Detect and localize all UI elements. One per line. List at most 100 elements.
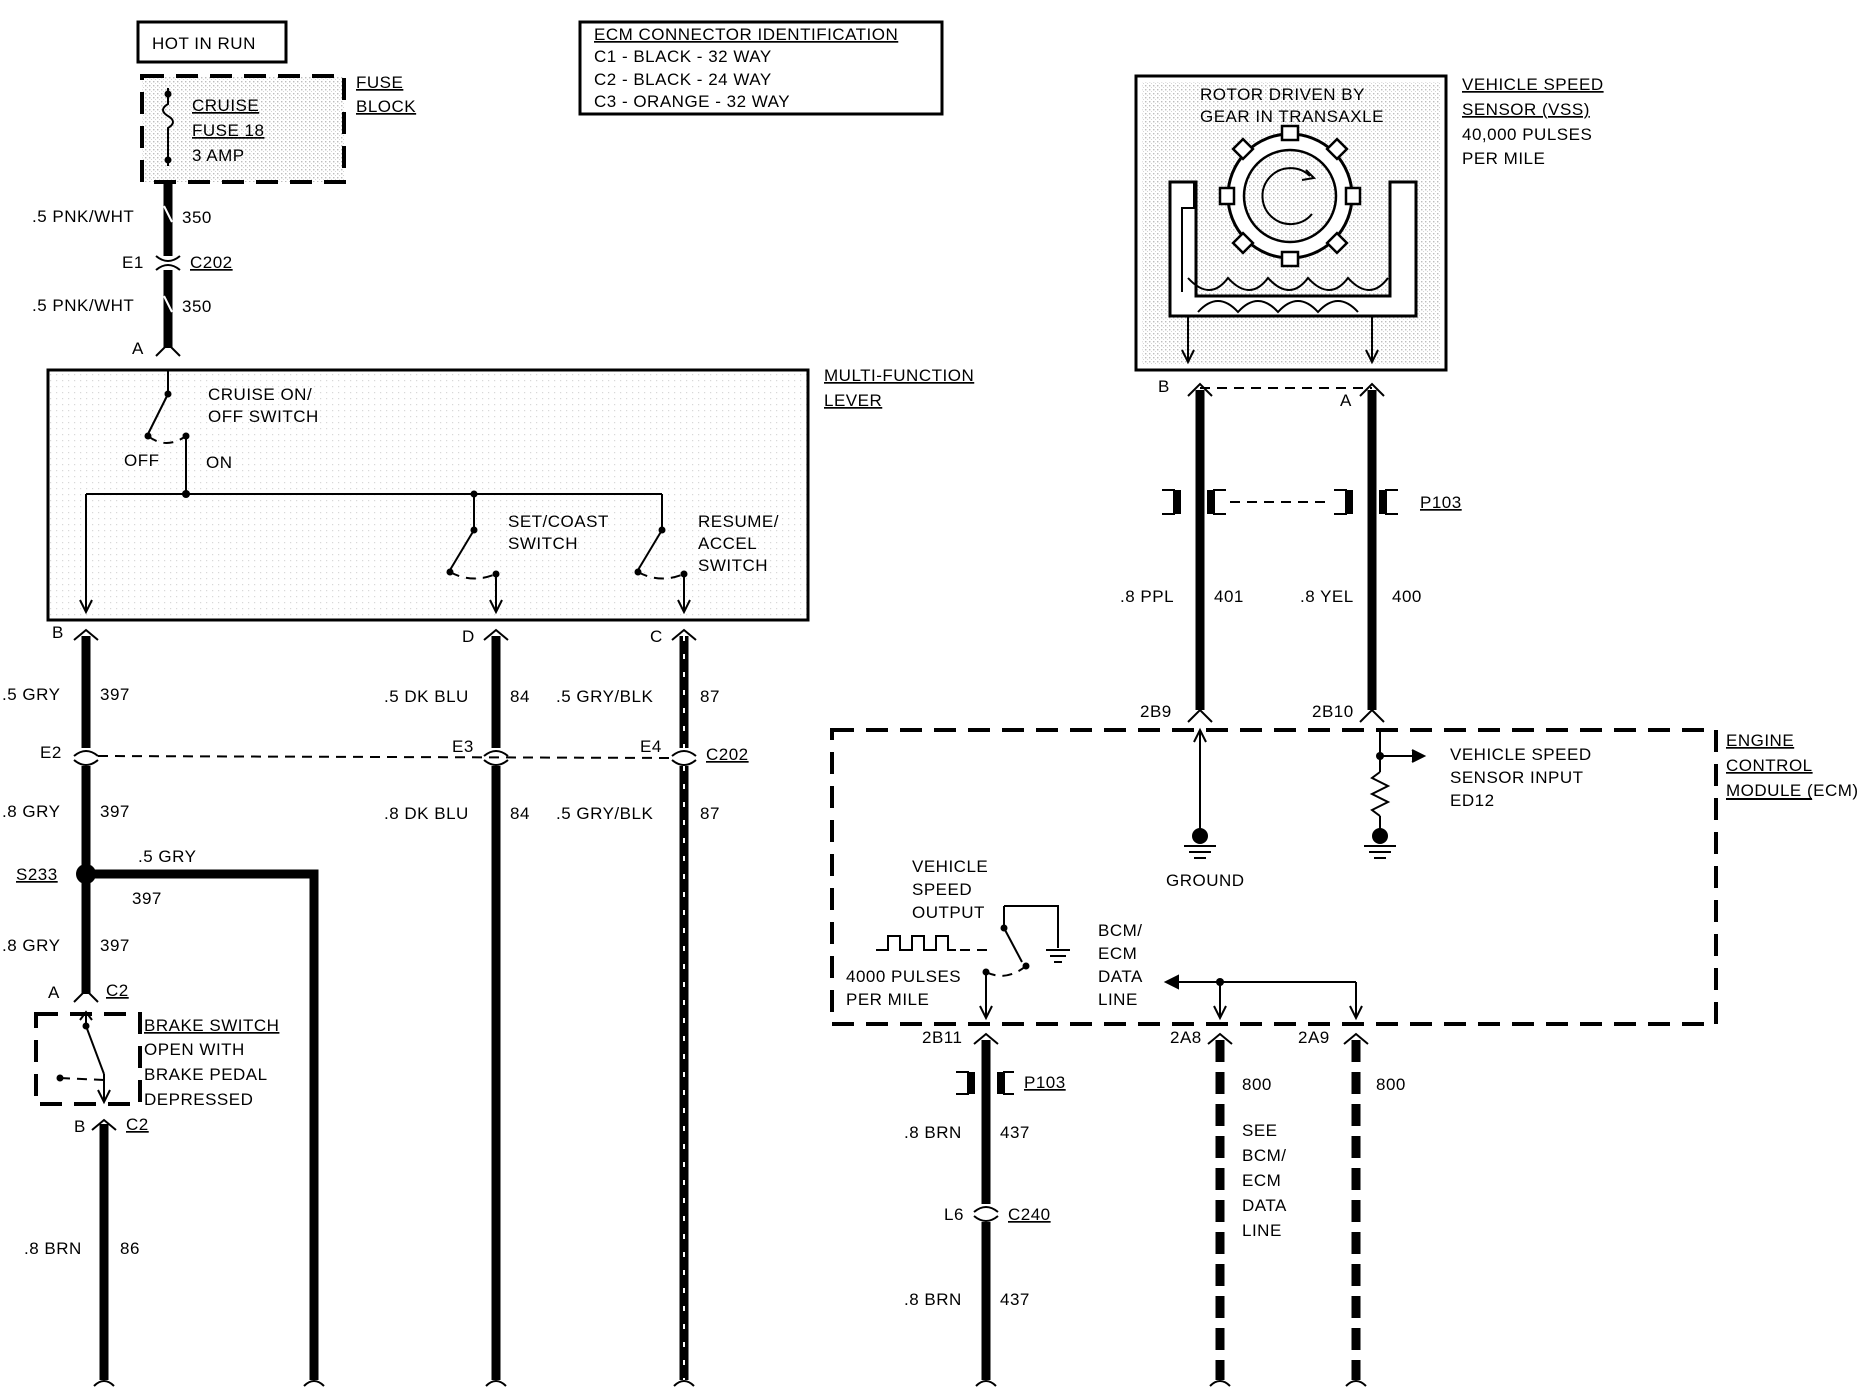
circuit-number: 86 — [120, 1239, 140, 1258]
wire-color-label: .8 BRN — [904, 1123, 962, 1142]
ecm-pin: 2A9 — [1298, 1028, 1330, 1047]
fuse-label-1: CRUISE — [192, 96, 259, 115]
connector-pin: E1 — [122, 253, 144, 272]
wire-color-label: .5 DK BLU — [384, 687, 469, 706]
rotor-label-2: GEAR IN TRANSAXLE — [1200, 107, 1384, 126]
reluctor-wheel — [1218, 124, 1362, 268]
ecm-pin: 2B9 — [1140, 702, 1172, 721]
brake-conn-b: C2 — [126, 1115, 149, 1134]
set-coast-label-2: SWITCH — [508, 534, 578, 553]
fuse-label-3: 3 AMP — [192, 146, 245, 165]
pulses-label-2: PER MILE — [846, 990, 929, 1009]
circuit-number: 350 — [182, 297, 212, 316]
vs-output-label-2: SPEED — [912, 880, 972, 899]
connector-c202: C202 — [706, 745, 749, 764]
onoff-switch-label-2: OFF SWITCH — [208, 407, 319, 426]
multi-function-lever: MULTI-FUNCTION LEVER CRUISE ON/ OFF SWIT… — [46, 366, 974, 622]
ecm-connector-row: C2 - BLACK - 24 WAY — [594, 70, 772, 89]
ecm-pin: 2A8 — [1170, 1028, 1202, 1047]
ecm-pin: 2B10 — [1312, 702, 1354, 721]
ecm-output-wires: P103 .8 BRN 437 L6 C240 .8 BRN 437 800 8… — [904, 1032, 1406, 1387]
connector-p103: P103 — [1024, 1073, 1066, 1092]
lever-pin-a: A — [132, 339, 144, 358]
circuit-number: 437 — [1000, 1290, 1030, 1309]
connector-pin: E4 — [640, 737, 662, 756]
circuit-number: 84 — [510, 804, 530, 823]
wire-color-label: .8 YEL — [1300, 587, 1354, 606]
wire-color-label: .8 BRN — [24, 1239, 82, 1258]
resume-accel-label-3: SWITCH — [698, 556, 768, 575]
brake-pin-a: A — [48, 983, 60, 1002]
connector-p103: P103 — [1420, 493, 1462, 512]
wire-color-label: .8 DK BLU — [384, 804, 469, 823]
see-label-1: SEE — [1242, 1121, 1278, 1140]
data-line-label-2: ECM — [1098, 944, 1137, 963]
brake-label-1: BRAKE SWITCH — [144, 1016, 279, 1035]
wire-color-label: .5 PNK/WHT — [32, 296, 134, 315]
circuit-number: 350 — [182, 208, 212, 227]
circuit-number: 400 — [1392, 587, 1422, 606]
wire-color-label: .8 BRN — [904, 1290, 962, 1309]
ecm-title-2: CONTROL — [1726, 756, 1813, 775]
circuit-number: 87 — [700, 687, 720, 706]
see-label-5: LINE — [1242, 1221, 1282, 1240]
circuit-number: 397 — [100, 685, 130, 704]
vss-title-4: PER MILE — [1462, 149, 1545, 168]
data-line-label-1: BCM/ — [1098, 921, 1143, 940]
circuit-number: 397 — [100, 802, 130, 821]
wire-color-label: .5 GRY — [138, 847, 196, 866]
brake-label-2: OPEN WITH — [144, 1040, 245, 1059]
data-line-label-3: DATA — [1098, 967, 1143, 986]
ecm-title-3: MODULE (ECM) — [1726, 781, 1859, 800]
vss-pin-a: A — [1340, 391, 1352, 410]
data-line-label-4: LINE — [1098, 990, 1138, 1009]
circuit-number: 800 — [1376, 1075, 1406, 1094]
ground-label: GROUND — [1166, 871, 1245, 890]
wire-color-label: .5 GRY — [2, 685, 60, 704]
pulse-waveform — [876, 935, 956, 951]
connector-c202: C202 — [190, 253, 233, 272]
feed-wire-350: .5 PNK/WHT 350 E1 C202 .5 PNK/WHT 350 A — [32, 182, 233, 358]
resume-accel-label-2: ACCEL — [698, 534, 757, 553]
brake-pin-b: B — [74, 1117, 86, 1136]
rotor-label-1: ROTOR DRIVEN BY — [1200, 85, 1365, 104]
fuse-block-label-1: FUSE — [356, 73, 403, 92]
off-label: OFF — [124, 451, 160, 470]
ecm-connector-title: ECM CONNECTOR IDENTIFICATION — [594, 25, 898, 44]
vs-output-label-3: OUTPUT — [912, 903, 985, 922]
pulses-label-1: 4000 PULSES — [846, 967, 961, 986]
wire-color-label: .8 GRY — [2, 936, 60, 955]
lever-output-wires: B D C .5 GRY 397 .5 DK BLU 84 .5 GRY/ — [2, 623, 749, 1387]
ecm-connector-row: C3 - ORANGE - 32 WAY — [594, 92, 790, 111]
fuse-symbol — [162, 88, 174, 166]
resume-accel-label-1: RESUME/ — [698, 512, 779, 531]
circuit-number: 84 — [510, 687, 530, 706]
lever-pin-c: C — [650, 627, 663, 646]
connector-pin: E2 — [40, 743, 62, 762]
ecm-connector-id-box: ECM CONNECTOR IDENTIFICATION C1 - BLACK … — [578, 20, 944, 116]
vss-title-3: 40,000 PULSES — [1462, 125, 1592, 144]
wire-color-label: .5 PNK/WHT — [32, 207, 134, 226]
connector-pin: E3 — [452, 737, 474, 756]
wire-color-label: .8 GRY — [2, 802, 60, 821]
see-label-2: BCM/ — [1242, 1146, 1287, 1165]
vehicle-speed-sensor: ROTOR DRIVEN BY GEAR IN TRANSAXLE VEHICL… — [1134, 74, 1603, 372]
circuit-number: 87 — [700, 804, 720, 823]
ecm-pin: 2B11 — [922, 1028, 962, 1047]
brake-label-4: DEPRESSED — [144, 1090, 253, 1109]
fuse-block-label-2: BLOCK — [356, 97, 416, 116]
wire-color-label: .5 GRY/BLK — [556, 804, 653, 823]
lever-pin-d: D — [462, 627, 475, 646]
engine-control-module: ENGINE CONTROL MODULE (ECM) GROUND VEHIC… — [830, 727, 1859, 1047]
vss-input-label-3: ED12 — [1450, 791, 1495, 810]
vss-input-label-1: VEHICLE SPEED — [1450, 745, 1592, 764]
brake-switch: A C2 BRAKE SWITCH OPEN WITH BRAKE PEDAL … — [24, 981, 279, 1387]
splice-s233: S233 — [16, 865, 58, 884]
vss-wires: B A P103 .8 PPL 401 .8 YEL 400 2B9 2B10 — [1120, 377, 1462, 723]
ecm-title-1: ENGINE — [1726, 731, 1794, 750]
fuse-block: CRUISE FUSE 18 3 AMP FUSE BLOCK — [140, 73, 416, 184]
connector-c240: C240 — [1008, 1205, 1051, 1224]
circuit-number: 397 — [100, 936, 130, 955]
set-coast-label-1: SET/COAST — [508, 512, 609, 531]
